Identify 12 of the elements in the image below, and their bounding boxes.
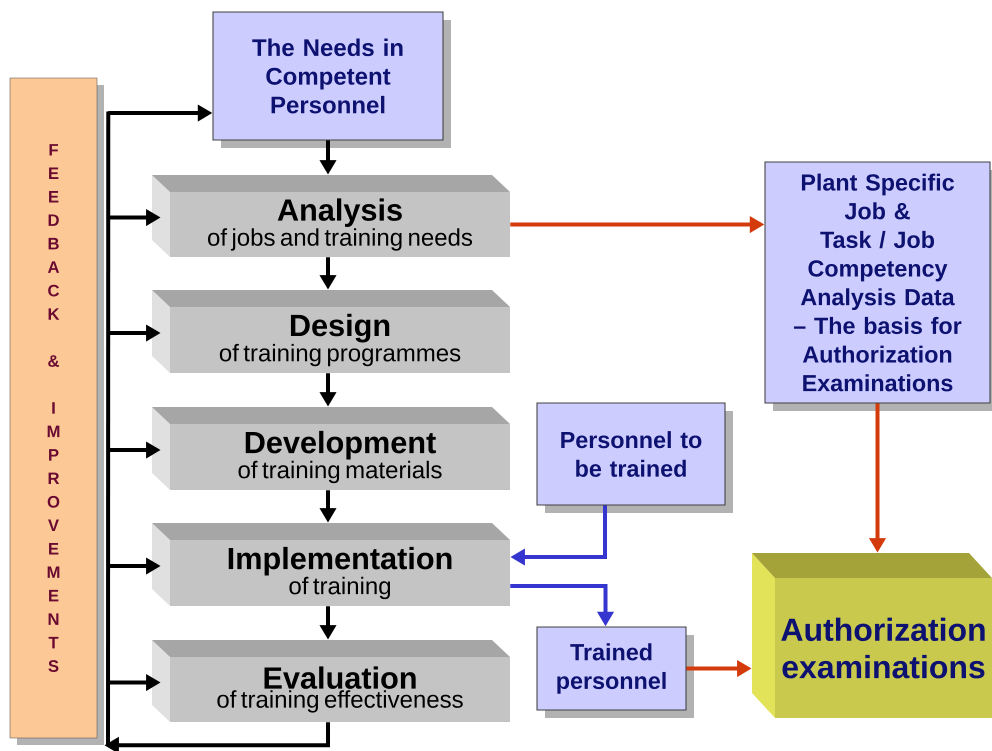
process-block: Implementation of training <box>152 523 510 606</box>
feedback-bar: FEEDBACK & IMPROVEMENTS <box>10 78 104 745</box>
process-block: Evaluation of training effectiveness <box>152 640 510 722</box>
process-box: Plant Specific Job & Task / Job Competency Analysis Data – The basis for Authorization Examinations <box>764 161 992 411</box>
process-block: Analysis of jobs and training needs <box>152 175 510 257</box>
connector-trunk <box>106 112 110 745</box>
process-box: Personnel to be trained <box>536 402 733 513</box>
process-box: The Needs in Competent Personnel <box>212 11 451 148</box>
process-block: Design of training programmes <box>152 290 510 373</box>
result-block: Authorization examinations <box>752 553 992 718</box>
process-block: Development of training materials <box>152 407 510 490</box>
process-box: Trained personnel <box>536 626 694 718</box>
